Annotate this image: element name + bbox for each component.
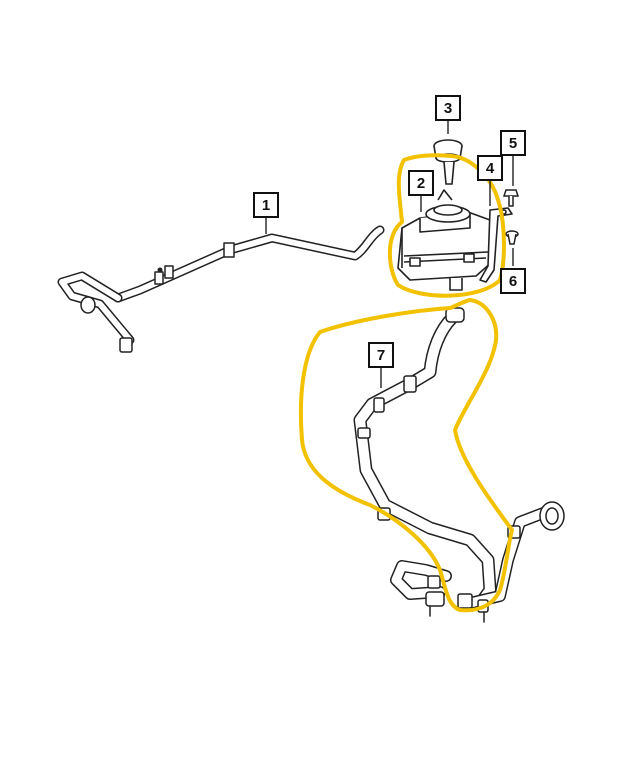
callout-3: 3 bbox=[435, 95, 461, 121]
callout-5: 5 bbox=[500, 130, 526, 156]
callout-7: 7 bbox=[368, 342, 394, 368]
coolant-reservoir-icon bbox=[397, 189, 493, 291]
callout-4: 4 bbox=[477, 155, 503, 181]
bolt-icon bbox=[502, 189, 520, 207]
bypass-tube-icon bbox=[57, 225, 385, 353]
callout-2: 2 bbox=[408, 170, 434, 196]
callout-1: 1 bbox=[253, 192, 279, 218]
callout-6: 6 bbox=[500, 268, 526, 294]
leader-lines bbox=[265, 121, 514, 388]
push-pin-icon bbox=[505, 230, 519, 245]
highlight-outline bbox=[298, 153, 514, 613]
reservoir-cap-icon bbox=[433, 139, 463, 185]
